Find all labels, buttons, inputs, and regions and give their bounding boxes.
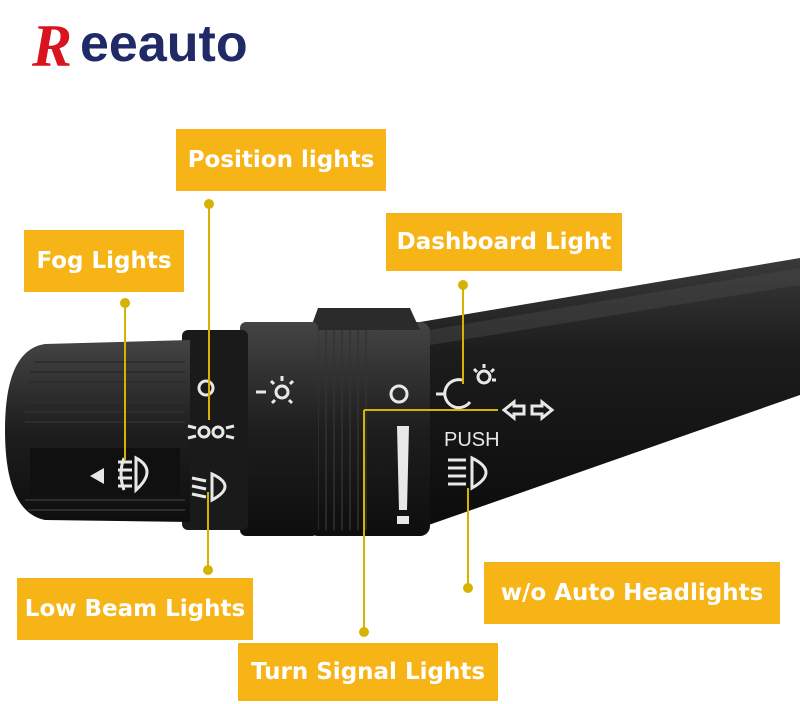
knob-window: [30, 448, 180, 496]
low-beam-lights-label: Low Beam Lights: [17, 578, 253, 640]
off-mark-icon: [197, 379, 215, 397]
brand-logo: R eeauto: [18, 4, 348, 79]
dashboard-light-icon: [436, 364, 496, 410]
fog-lights-label: Fog Lights: [24, 230, 184, 292]
fog-pointer-icon: [90, 468, 104, 484]
center-off-mark-icon: [389, 384, 409, 404]
position-light-icon: [187, 424, 235, 440]
dash-dim-icon: [256, 376, 295, 405]
logo-initial: R: [32, 13, 73, 79]
push-text: PUSH: [444, 429, 500, 451]
auto-headlights-label: w/o Auto Headlights: [484, 562, 780, 624]
position-lights-label: Position lights: [176, 129, 386, 191]
dashboard-light-label: Dashboard Light: [386, 213, 622, 271]
logo-wordmark: eeauto: [80, 15, 248, 73]
low-beam-icon: [191, 471, 227, 503]
turn-arrow-icon: [501, 398, 555, 422]
indicator-bar: [397, 426, 409, 510]
switch-tab: [310, 308, 420, 330]
fog-light-icon: [118, 455, 149, 494]
headlight-icon: [448, 455, 488, 491]
middle-ring: [240, 322, 318, 536]
turn-signal-lights-label: Turn Signal Lights: [238, 643, 498, 701]
stalk-handle: [420, 258, 800, 528]
